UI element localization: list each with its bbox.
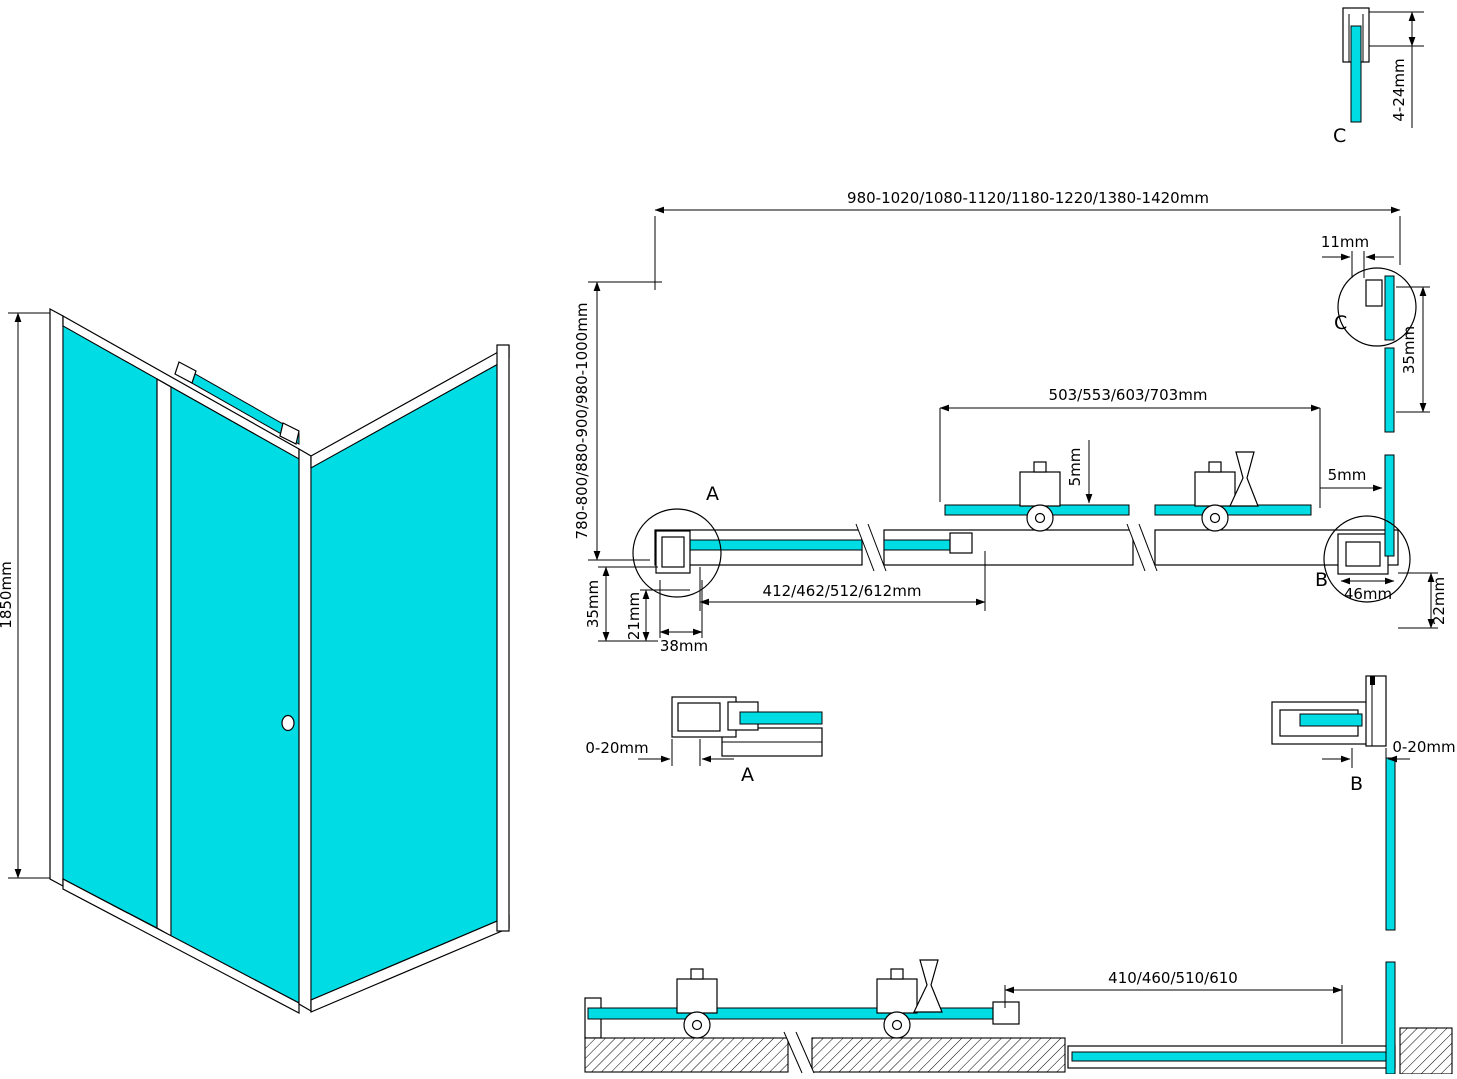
fixed-glass-pane	[62, 325, 158, 929]
side-glass-section	[1384, 454, 1395, 557]
detail-a-dimensions: 35mm 21mm 38mm	[584, 566, 708, 655]
glass-section-strip	[1299, 713, 1363, 727]
fixed-glass-section	[687, 539, 863, 551]
glass-clamp	[992, 1001, 1020, 1025]
detail-a-circle: A	[632, 483, 722, 598]
break-line	[855, 523, 875, 572]
detail-c-top-section: 4-24mm C	[1333, 7, 1424, 147]
sliding-door-glass	[170, 386, 300, 1004]
detail-c-circle: C 35mm	[1334, 267, 1430, 433]
bottom-glass-width-label: 410/460/510/610	[1108, 969, 1238, 987]
overall-width-label: 980-1020/1080-1120/1180-1220/1380-1420mm	[847, 189, 1209, 207]
glass-thickness-label: 5mm	[1066, 448, 1084, 487]
door-handle-knob	[281, 714, 295, 732]
detail-c-top-letter: C	[1333, 125, 1346, 147]
profile-22mm-label: 22mm	[1430, 577, 1448, 625]
break-line	[795, 1031, 815, 1074]
profile-35mm-a-label: 35mm	[584, 580, 602, 628]
profile-11mm-label: 11mm	[1321, 233, 1369, 251]
corner-profile	[1365, 675, 1387, 747]
isometric-view: 1850mm	[0, 307, 510, 1014]
adjust-a-label: 0-20mm	[585, 739, 648, 757]
detail-b-callout-circle	[1323, 515, 1411, 603]
side-glass-panel	[310, 357, 510, 1001]
side-glass-section	[1385, 757, 1396, 931]
profile-width-dimension-11mm: 11mm	[1321, 233, 1394, 278]
side-glass-section	[1385, 961, 1396, 1075]
adjust-b-label: 0-20mm	[1392, 738, 1455, 756]
door-glass-width-dimension: 503/553/603/703mm	[939, 386, 1321, 508]
detail-a-letter: A	[706, 483, 719, 505]
fixing-screw	[1370, 676, 1375, 685]
detail-b-adjustment-section: 0-20mm B	[1271, 675, 1456, 931]
detail-b-letter: B	[1315, 569, 1328, 591]
glass-thickness-b-label: 5mm	[1328, 466, 1367, 484]
fixed-glass-width-dimension: 412/462/512/612mm	[699, 551, 986, 611]
height-dimension: 1850mm	[0, 312, 52, 879]
glass-section-strip	[1384, 275, 1395, 341]
bottom-floor-section: 410/460/510/610	[584, 959, 1453, 1075]
roller-bracket	[174, 361, 197, 384]
break-line	[867, 523, 887, 572]
break-line	[1126, 523, 1146, 572]
glass-section-strip	[1350, 25, 1362, 123]
glass-section-strip	[1384, 347, 1395, 433]
floor-rail-profile	[811, 1037, 1066, 1073]
door-glass-width-label: 503/553/603/703mm	[1049, 386, 1208, 404]
floor-rail-profile	[584, 1037, 789, 1073]
bottom-frame-rail	[62, 878, 300, 1014]
glass-thickness-dimension: 5mm	[1066, 440, 1093, 504]
fixed-glass-width-label: 412/462/512/612mm	[763, 582, 922, 600]
profile-21mm-a-label: 21mm	[625, 592, 643, 640]
height-dimension-label: 1850mm	[0, 561, 15, 628]
detail-b-bottom-letter: B	[1350, 773, 1363, 795]
detail-a-bottom-letter: A	[741, 764, 754, 786]
top-adjust-label: 4-24mm	[1390, 58, 1408, 121]
corner-post-profile	[298, 447, 312, 1013]
fixed-glass-section	[883, 539, 961, 551]
handle-knob-section	[913, 959, 943, 1013]
detail-b-circle: B 46mm 22mm 5mm	[1315, 454, 1448, 629]
enclosure-depth-dimension: 780-800/880-900/980-1000mm	[573, 281, 662, 561]
profile-depth-35mm-label: 35mm	[1400, 326, 1418, 374]
break-line	[1138, 523, 1158, 572]
side-wall-profile	[496, 344, 510, 932]
glass-section-strip	[1071, 1051, 1389, 1062]
glass-clamp	[1365, 279, 1383, 307]
profile-38mm-a-label: 38mm	[660, 637, 708, 655]
wall-profile	[671, 696, 737, 738]
door-glass-section	[587, 1007, 1006, 1020]
overall-width-dimension: 980-1020/1080-1120/1180-1220/1380-1420mm	[654, 189, 1401, 290]
handle-knob-section	[1229, 451, 1259, 507]
detail-c-letter: C	[1334, 312, 1347, 334]
glass-section-strip	[739, 711, 823, 725]
detail-a-callout-circle	[632, 508, 722, 598]
roller-bracket	[279, 422, 300, 445]
left-wall-profile	[49, 307, 64, 888]
corner-floor-profile	[1399, 1027, 1453, 1075]
detail-a-adjustment-section: 0-20mm A	[585, 696, 823, 786]
detail-c-callout-circle	[1337, 267, 1417, 347]
break-line	[783, 1031, 803, 1074]
profile-46mm-label: 46mm	[1344, 585, 1392, 603]
enclosure-depth-label: 780-800/880-900/980-1000mm	[573, 303, 591, 540]
center-mullion	[156, 377, 172, 938]
glass-connector	[949, 532, 973, 554]
